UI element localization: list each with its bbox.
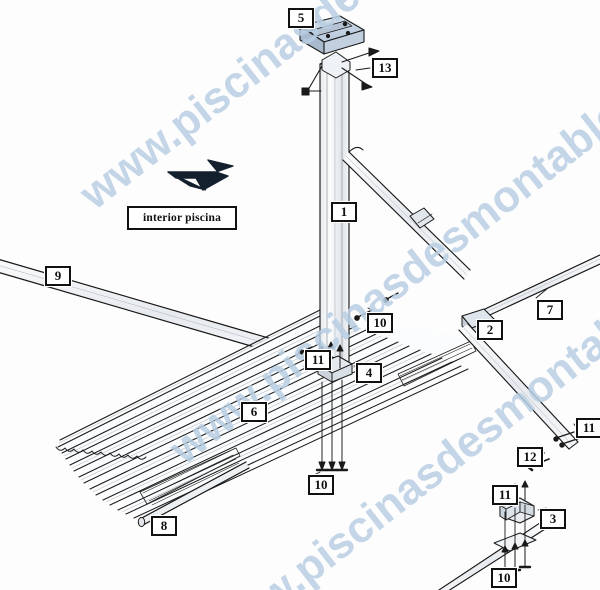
part-label-5: 5: [288, 8, 314, 28]
part-label-7: 7: [537, 300, 563, 320]
part-8-end-tube: [137, 461, 250, 528]
part-5-cap-bracket: [299, 15, 365, 55]
part-10-screws-deck: [298, 292, 399, 355]
part-label-9: 9: [45, 266, 71, 286]
part-label-3: 3: [540, 509, 566, 529]
part-label-1: 1: [331, 202, 357, 222]
part-label-6: 6: [241, 402, 267, 422]
part-label-11-right: 11: [576, 418, 600, 438]
part-label-13: 13: [372, 58, 398, 78]
part-11-bolts-right: [553, 423, 581, 448]
part-label-10-clamp: 10: [491, 568, 517, 588]
part-label-8: 8: [151, 516, 177, 536]
part-label-11-clamp: 11: [492, 485, 518, 505]
interior-piscina-callout: interior piscina: [127, 206, 237, 230]
diagonal-brace-upper: [342, 146, 471, 280]
part-label-11-center: 11: [305, 350, 331, 370]
diagonal-strut-lower-right: [458, 323, 579, 450]
interior-piscina-label: interior piscina: [142, 212, 222, 224]
arrow-left-icon: [167, 159, 234, 191]
part-13-top-bolts: [307, 47, 380, 91]
part-10-screws-center: [313, 379, 349, 476]
part-label-10-deck: 10: [367, 313, 393, 333]
part-label-10-lower: 10: [308, 475, 334, 495]
part-label-2: 2: [477, 320, 503, 340]
part-label-4: 4: [356, 363, 382, 383]
part-label-12: 12: [517, 447, 543, 467]
